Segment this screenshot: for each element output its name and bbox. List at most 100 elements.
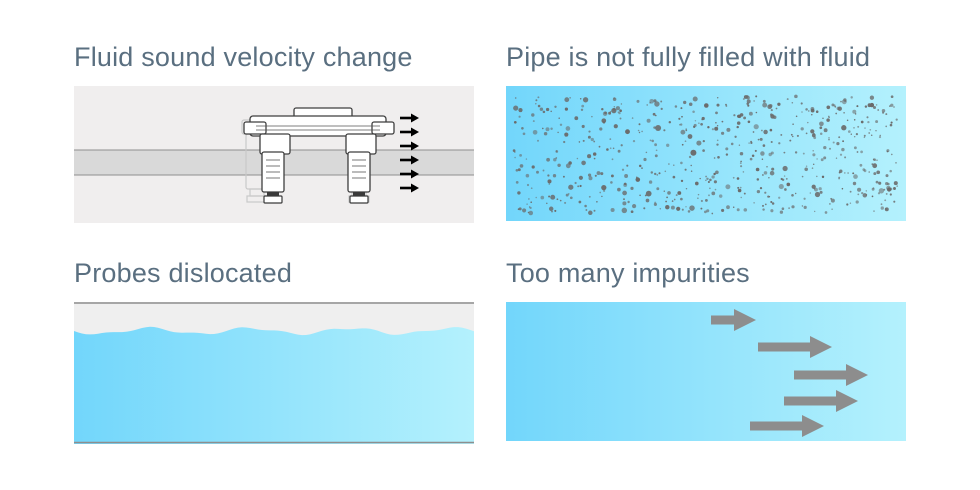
particle <box>578 175 583 180</box>
particle <box>711 175 715 179</box>
particle <box>756 189 761 194</box>
particle <box>878 136 882 139</box>
particle <box>565 193 569 197</box>
particle <box>819 190 823 194</box>
particle <box>621 168 625 171</box>
particle <box>653 126 656 129</box>
particle <box>648 180 653 184</box>
particle <box>893 200 896 203</box>
particle <box>854 113 857 115</box>
particle <box>720 131 725 135</box>
particle <box>590 137 594 142</box>
particle <box>626 164 629 167</box>
particle <box>558 117 560 119</box>
particle <box>705 175 708 178</box>
particle <box>711 212 714 215</box>
particle <box>794 94 798 99</box>
particle <box>721 208 725 212</box>
particle <box>690 170 693 172</box>
particle <box>814 187 818 192</box>
particle <box>862 168 866 171</box>
particle <box>542 127 544 130</box>
particle <box>528 198 530 200</box>
particle <box>746 95 749 98</box>
particle <box>565 126 571 131</box>
particle <box>546 157 550 162</box>
particle <box>540 195 545 200</box>
particle <box>786 182 791 187</box>
particle <box>739 113 744 117</box>
particle <box>611 158 614 161</box>
particle <box>772 115 777 120</box>
particle <box>681 115 683 118</box>
particle <box>715 111 718 115</box>
particle <box>811 184 816 189</box>
particle <box>838 171 841 174</box>
particle <box>736 121 741 125</box>
particle <box>795 115 798 118</box>
particle <box>530 201 532 203</box>
particle <box>531 113 535 117</box>
particle <box>635 177 641 182</box>
particle <box>654 114 657 117</box>
particle <box>514 156 516 159</box>
particle <box>794 192 797 195</box>
particle <box>592 152 597 156</box>
particle <box>768 177 770 179</box>
particle <box>767 195 770 198</box>
particle <box>844 172 846 174</box>
particle <box>868 171 870 173</box>
particle <box>876 170 881 175</box>
particle <box>877 109 880 111</box>
particle <box>564 201 567 204</box>
particle <box>761 174 764 176</box>
particle <box>871 163 874 165</box>
particle <box>564 97 570 103</box>
particle <box>750 140 753 143</box>
flow-arrow <box>758 336 832 358</box>
particle <box>704 210 707 214</box>
particle <box>725 184 731 190</box>
particle <box>889 123 893 127</box>
particle <box>801 175 804 178</box>
particle <box>805 108 808 111</box>
particle <box>831 103 835 107</box>
particle <box>641 167 643 169</box>
particle <box>866 116 869 119</box>
particle <box>873 158 876 162</box>
particle <box>835 157 838 159</box>
particle <box>837 106 842 111</box>
particle <box>608 111 612 115</box>
particle <box>849 202 852 204</box>
particle <box>542 169 545 172</box>
arrow-head <box>411 155 419 165</box>
particle <box>808 110 810 112</box>
particle <box>863 134 866 137</box>
particle <box>801 111 803 113</box>
particle <box>779 210 784 214</box>
particle <box>622 190 627 196</box>
particle <box>828 116 830 119</box>
particle <box>844 99 847 103</box>
particle <box>791 193 794 197</box>
particle <box>641 130 643 133</box>
particle <box>757 138 760 141</box>
particle <box>512 149 516 152</box>
particle <box>518 207 522 211</box>
particle <box>713 157 716 159</box>
particle <box>582 139 585 142</box>
particle <box>618 111 621 115</box>
particle <box>522 132 526 136</box>
particle <box>770 200 773 204</box>
particle <box>869 128 872 131</box>
arrow-head <box>411 169 419 179</box>
particle <box>746 99 751 104</box>
particle <box>881 108 886 113</box>
particle <box>890 121 893 124</box>
particle <box>701 118 704 121</box>
particle <box>896 185 899 187</box>
particle <box>821 175 825 179</box>
particle <box>645 198 650 203</box>
particle <box>677 191 682 195</box>
particle <box>754 149 757 152</box>
